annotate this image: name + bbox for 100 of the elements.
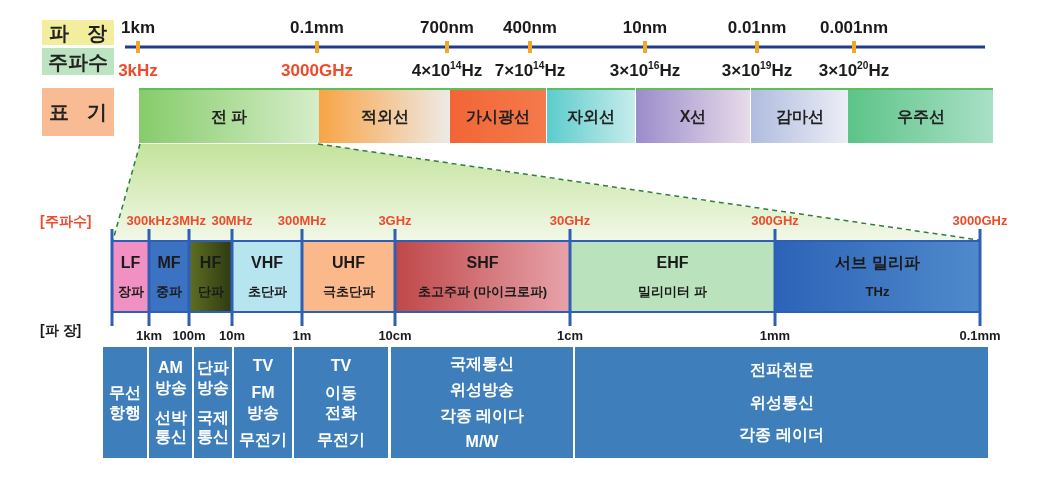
band-subname: 중파 xyxy=(156,284,182,300)
application-text: 이동 전화 xyxy=(324,383,358,422)
frequency-band xyxy=(149,240,189,313)
header-text: 표 기 xyxy=(49,100,107,124)
spectrum-band xyxy=(139,88,319,143)
band-subname: 극초단파 xyxy=(322,284,375,300)
application-text: M/W xyxy=(465,431,499,452)
application-text: 위성통신 xyxy=(749,392,814,413)
frequency-label: 3000GHz xyxy=(952,214,1008,227)
frequency-label: 3MHz xyxy=(172,214,206,227)
spectrum-band xyxy=(751,88,848,143)
band-name: SHF xyxy=(466,253,499,273)
band-name: MF xyxy=(157,253,181,273)
application-cell xyxy=(194,347,232,458)
row-label: [파 장] xyxy=(40,323,82,337)
spectrum-band xyxy=(450,88,546,143)
application-text: TV xyxy=(252,355,274,375)
frequency-label: 300GHz xyxy=(751,214,799,227)
wavelength-label: 1cm xyxy=(557,329,583,342)
application-text: 각종 레이더 xyxy=(739,425,824,445)
frequency-label: 7×10$^{14}$Hz xyxy=(494,62,566,79)
application-text: 국제통신 xyxy=(450,353,514,374)
application-text: 위성방송 xyxy=(450,379,514,400)
frequency-label: 4×10$^{14}$Hz xyxy=(411,62,483,79)
wavelength-label: 1km xyxy=(136,329,162,342)
frequency-band xyxy=(232,240,302,313)
frequency-label: 3×10$^{16}$Hz xyxy=(609,62,681,79)
wavelength-label: 10cm xyxy=(378,329,412,342)
application-cell xyxy=(391,347,573,458)
wavelength-label: 0.01nm xyxy=(727,19,787,36)
band-name: 자외선 xyxy=(567,106,615,127)
wavelength-label: 0.001nm xyxy=(820,19,888,36)
spectrum-band xyxy=(319,88,450,143)
frequency-band xyxy=(570,240,775,313)
spectrum-band xyxy=(547,88,635,143)
band-subname: 초단파 xyxy=(247,284,287,300)
application-text: 무전기 xyxy=(317,430,365,450)
wavelength-label: 10nm xyxy=(622,19,668,36)
band-subname: 초고주파 (마이크로파) xyxy=(417,284,548,300)
application-text: TV xyxy=(330,355,352,375)
application-text: AM 방송 xyxy=(153,358,188,397)
application-text: FM 방송 xyxy=(246,383,280,422)
band-subname: 밀리미터 파 xyxy=(638,284,707,300)
application-cell xyxy=(575,347,988,458)
band-name: LF xyxy=(120,253,141,273)
application-cell xyxy=(103,347,147,458)
band-name: 서브 밀리파 xyxy=(835,253,920,273)
header-text: 파 장 xyxy=(49,20,107,45)
wavelength-label: 1mm xyxy=(759,329,791,342)
wavelength-label: 100m xyxy=(172,329,206,342)
header-box xyxy=(42,88,114,136)
spectrum-band xyxy=(848,88,993,143)
band-subname: 장파 xyxy=(117,284,144,300)
band-name: VHF xyxy=(251,253,283,273)
frequency-label: 3×10$^{20}$Hz xyxy=(818,62,890,79)
frequency-label: 30GHz xyxy=(549,214,591,227)
frequency-label: 30MHz xyxy=(211,214,253,227)
application-text: 선박 통신 xyxy=(153,408,188,447)
band-name: 적외선 xyxy=(360,106,409,127)
band-subname: THz xyxy=(865,284,890,300)
header-box xyxy=(42,48,114,75)
application-text: 무전기 xyxy=(239,430,287,450)
wavelength-label: 0.1mm xyxy=(959,329,1001,342)
frequency-label: 300MHz xyxy=(277,214,327,227)
band-name: UHF xyxy=(332,253,365,273)
band-subname: 단파 xyxy=(197,284,224,300)
band-name: 우주선 xyxy=(896,106,945,127)
spectrum-band xyxy=(636,88,750,143)
frequency-band xyxy=(302,240,395,313)
header-box xyxy=(42,20,114,45)
frequency-label: 3GHz xyxy=(378,214,412,227)
wavelength-label: 1km xyxy=(121,19,155,36)
application-text: 전파천문 xyxy=(749,360,814,380)
projection-line xyxy=(317,143,980,241)
application-cell xyxy=(294,347,388,458)
wavelength-label: 1m xyxy=(292,329,312,342)
wavelength-label: 400nm xyxy=(503,19,557,36)
band-name: X선 xyxy=(679,106,707,127)
frequency-label: 3kHz xyxy=(118,62,158,79)
application-text: 각종 레이다 xyxy=(439,405,525,426)
band-name: HF xyxy=(199,253,222,273)
frequency-label: 3000GHz xyxy=(281,62,353,79)
frequency-band xyxy=(775,240,980,313)
application-text: 단파 방송 xyxy=(196,358,230,397)
frequency-label: 3×10$^{19}$Hz xyxy=(721,62,793,79)
application-text: 국제 통신 xyxy=(196,408,230,447)
band-name: 전 파 xyxy=(210,106,248,127)
frequency-label: 300kHz xyxy=(126,214,172,227)
wavelength-label: 10m xyxy=(219,329,245,342)
wavelength-label: 700nm xyxy=(420,19,474,36)
band-name: 가시광선 xyxy=(466,106,530,127)
application-text: 무선 항행 xyxy=(108,383,142,422)
application-cell xyxy=(234,347,292,458)
header-text: 주파수 xyxy=(48,49,108,74)
application-cell xyxy=(149,347,192,458)
wavelength-label: 0.1mm xyxy=(290,19,344,36)
row-label: [주파수] xyxy=(40,214,92,228)
frequency-band xyxy=(395,240,570,313)
frequency-band xyxy=(189,240,232,313)
band-name: EHF xyxy=(656,253,689,273)
